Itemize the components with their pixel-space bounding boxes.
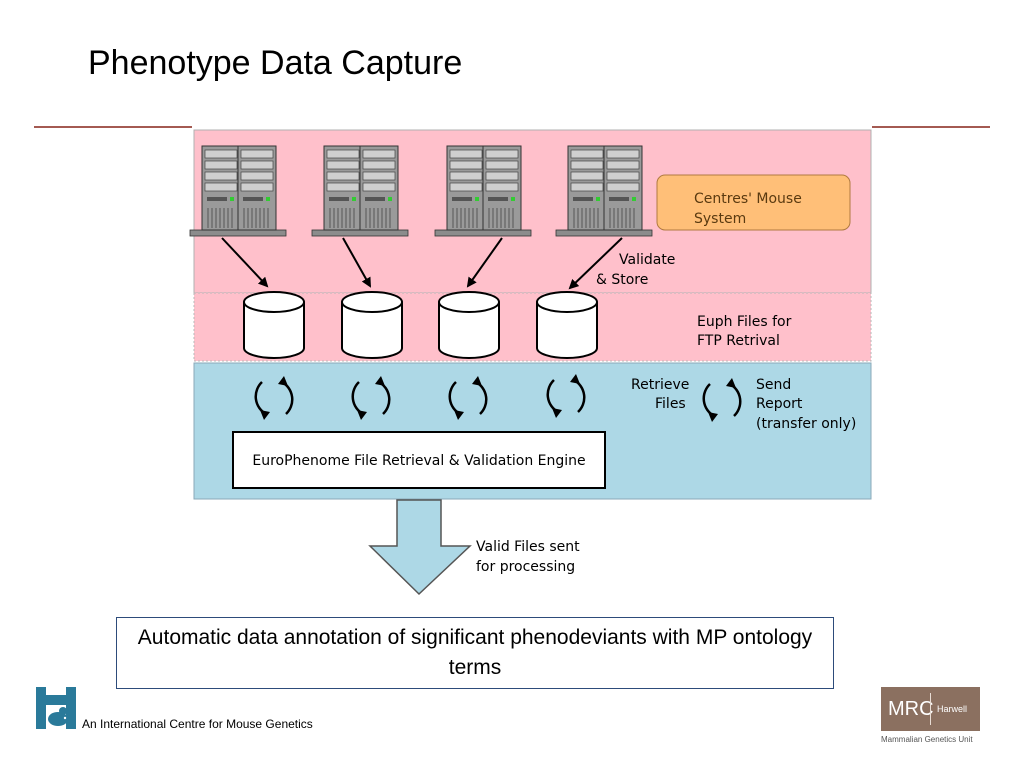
file-store-icon <box>438 291 500 359</box>
euph-label: Euph Files for <box>697 314 792 330</box>
retrieve-label: Files <box>655 396 686 412</box>
mrc-harwell-logo: MRC Harwell <box>881 687 980 731</box>
store-arrow <box>221 237 269 288</box>
centres-label: System <box>694 211 746 227</box>
mrc-subtitle: Mammalian Genetics Unit <box>881 735 973 744</box>
file-store-icon <box>341 291 403 359</box>
store-arrow <box>466 237 503 288</box>
euph-label: FTP Retrival <box>697 333 780 349</box>
centres-mouse-system-box <box>656 174 851 231</box>
footer-text: An International Centre for Mouse Geneti… <box>82 717 313 731</box>
server-icon <box>556 146 652 236</box>
title-rule-left <box>34 126 192 128</box>
mrc-logo-divider <box>930 693 931 725</box>
valid-files-label: Valid Files sent <box>476 539 580 555</box>
store-arrow <box>342 237 371 288</box>
annotation-note-text: Automatic data annotation of significant… <box>137 626 813 679</box>
centres-label: Centres' Mouse <box>694 191 802 207</box>
validation-engine-box <box>232 431 606 489</box>
store-arrow <box>568 237 623 290</box>
engine-label: EuroPhenome File Retrieval & Validation … <box>252 453 585 469</box>
retrieve-label: Retrieve <box>631 377 689 393</box>
valid-files-label: for processing <box>476 559 575 575</box>
server-icon <box>435 146 531 236</box>
validate-label: & Store <box>596 272 648 288</box>
mouse-centre-logo <box>36 687 76 729</box>
file-store-icon <box>536 291 598 359</box>
validate-label: Validate <box>619 252 675 268</box>
annotation-note-box: Automatic data annotation of significant… <box>116 617 834 689</box>
send-label: Send <box>756 377 791 393</box>
title-rule-right <box>872 126 990 128</box>
server-icon <box>312 146 408 236</box>
slide-title: Phenotype Data Capture <box>88 44 463 82</box>
mrc-logo-text: MRC <box>888 698 934 720</box>
file-store-icon <box>243 291 305 359</box>
server-icon <box>190 146 286 236</box>
euph-files-band <box>193 292 872 362</box>
send-label: Report <box>756 396 803 412</box>
send-label: (transfer only) <box>756 416 856 432</box>
mrc-logo-harwell: Harwell <box>937 704 968 714</box>
down-arrow-icon <box>368 499 472 596</box>
